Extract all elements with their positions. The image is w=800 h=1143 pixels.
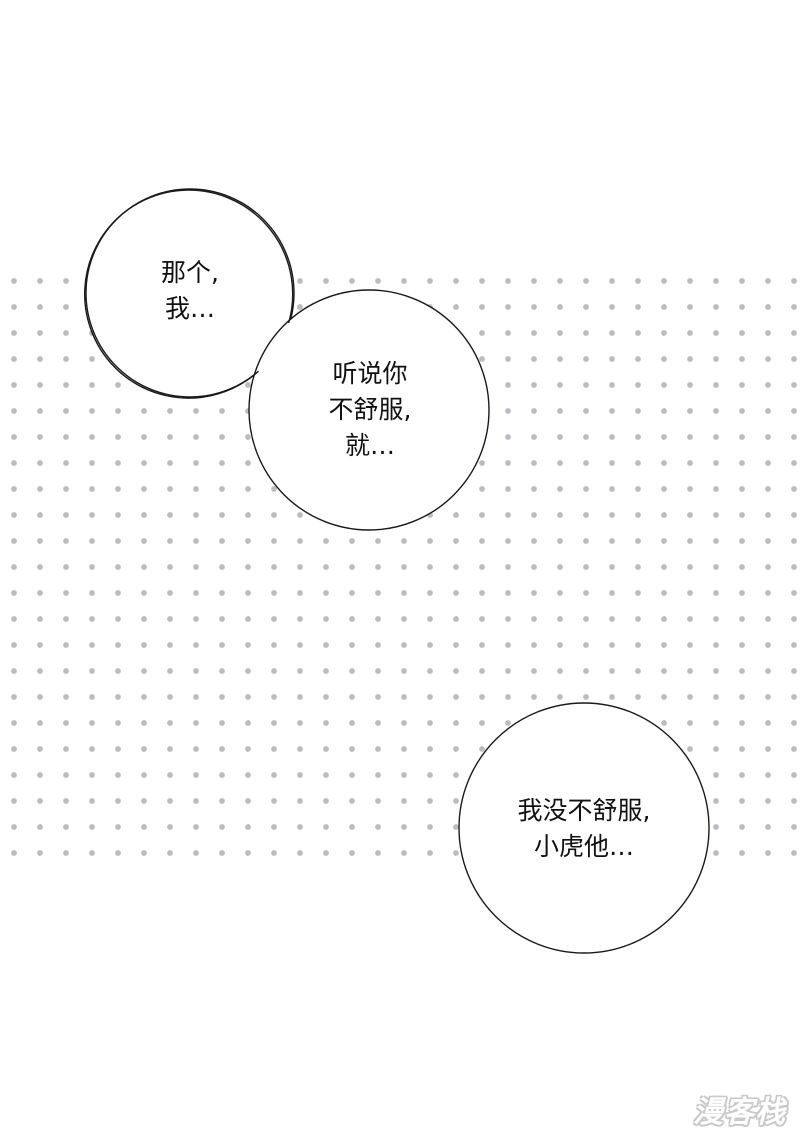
speech-bubble-2-shape	[248, 289, 490, 531]
bubble-1-line-1: 那个,	[161, 258, 219, 287]
speech-bubble-1-shape	[85, 188, 295, 398]
watermark-text: 漫客栈	[693, 1095, 786, 1130]
speech-bubble-1-outline-front	[84, 189, 294, 399]
bubble-2-line-1: 听说你	[332, 359, 408, 388]
speech-bubble-3-shape	[458, 702, 710, 954]
speech-bubble-2-text: 听说你 不舒服, 就…	[305, 356, 435, 464]
speech-bubble-3-text: 我没不舒服, 小虎他…	[494, 793, 674, 865]
bubble-2-line-3: 就…	[344, 431, 395, 460]
bubble-1-line-2: 我…	[164, 294, 215, 323]
bubble-3-line-2: 小虎他…	[533, 832, 634, 861]
speech-bubble-1-text: 那个, 我…	[130, 255, 250, 327]
bubble-merge-patch	[262, 328, 286, 366]
watermark-logo: 漫客栈	[656, 1093, 786, 1133]
bubble-2-line-2: 不舒服,	[328, 395, 412, 424]
bubble-3-line-1: 我没不舒服,	[517, 796, 651, 825]
